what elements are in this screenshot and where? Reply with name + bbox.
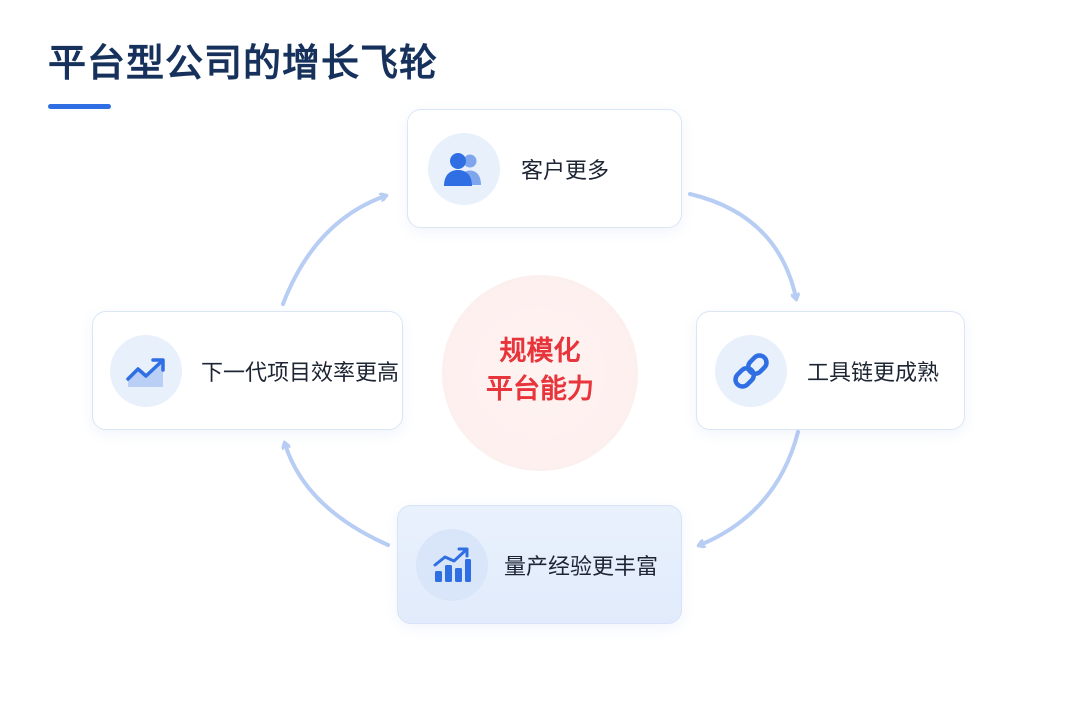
node-production-experience: 量产经验更丰富 [397,505,682,624]
users-icon [428,132,500,205]
arrow-top-to-right [688,192,796,298]
title-underline [48,104,111,109]
page-title: 平台型公司的增长飞轮 [48,41,439,85]
arrow-left-to-top [281,196,385,306]
node-label-bottom: 量产经验更丰富 [504,554,659,580]
arrow-right-to-bottom [700,430,800,545]
link-icon [715,334,787,407]
trend-up-icon [110,334,182,407]
center-label: 规模化 平台能力 [442,333,638,409]
bar-chart-up-icon [416,528,488,601]
center-circle [442,275,638,471]
node-more-customers: 客户更多 [407,109,682,228]
node-label-right: 工具链更成熟 [807,360,940,386]
node-next-gen-efficiency: 下一代项目效率更高 [92,311,403,430]
center-label-line2: 平台能力 [486,374,594,405]
arrow-bottom-to-left [285,444,390,547]
node-label-top: 客户更多 [521,158,610,184]
center-label-line1: 规模化 [499,336,581,367]
node-toolchain-mature: 工具链更成熟 [696,311,965,430]
node-label-left: 下一代项目效率更高 [201,360,400,386]
